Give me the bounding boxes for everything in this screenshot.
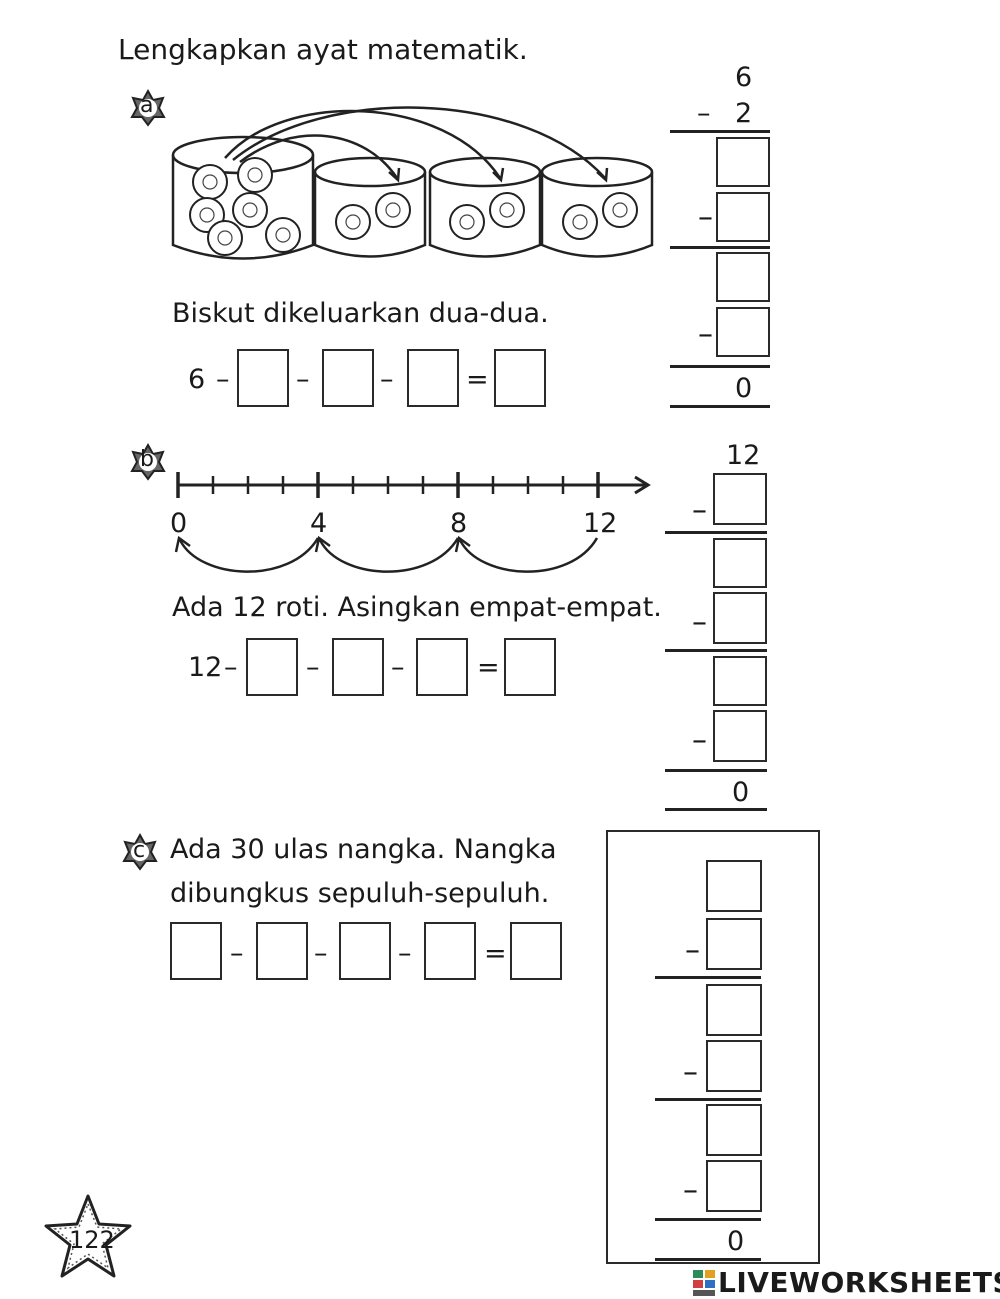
caption-c-line2: dibungkus sepuluh-sepuluh.: [170, 878, 550, 909]
equation-b-box-3[interactable]: [416, 638, 468, 696]
equation-a-box-2[interactable]: [322, 349, 374, 407]
equation-a-box-4[interactable]: [494, 349, 546, 407]
vertical-b-box-2[interactable]: [713, 538, 767, 588]
vertical-b-result: 0: [732, 777, 750, 808]
caption-a: Biskut dikeluarkan dua-dua.: [172, 298, 549, 329]
vertical-c-minus-3: –: [683, 1173, 698, 1208]
equation-b-minus-2: –: [306, 652, 320, 683]
page-number: 122: [69, 1226, 115, 1254]
equation-a-minus-1: –: [216, 364, 230, 395]
badge-a-label: a: [140, 93, 154, 118]
vertical-a-box-3[interactable]: [716, 252, 770, 302]
vertical-a-minus-1: –: [698, 200, 713, 235]
equation-a-box-3[interactable]: [407, 349, 459, 407]
vertical-a-line-3: [670, 365, 770, 368]
badge-a: a: [128, 88, 168, 132]
badge-c: c: [120, 832, 160, 876]
badge-b: b: [128, 442, 168, 486]
vertical-b-line-4: [665, 808, 767, 811]
vertical-b-line-1: [665, 531, 767, 534]
instruction: Lengkapkan ayat matematik.: [118, 33, 528, 66]
equation-c-equals: =: [484, 938, 507, 969]
vertical-b-top: 12: [726, 440, 761, 471]
vertical-a-line-2: [670, 246, 770, 249]
vertical-a-top: 6: [735, 62, 753, 93]
brand: LIVEWORKSHEETS: [692, 1266, 1000, 1299]
vertical-a-line-4: [670, 405, 770, 408]
number-line: [174, 472, 651, 573]
flower-badge-icon: [130, 88, 166, 127]
equation-b-box-1[interactable]: [246, 638, 298, 696]
equation-a-minus-2: –: [296, 364, 310, 395]
equation-a-box-1[interactable]: [237, 349, 289, 407]
vertical-b-box-1[interactable]: [713, 473, 767, 525]
numberline-label-12: 12: [583, 508, 618, 539]
vertical-b-box-5[interactable]: [713, 710, 767, 762]
equation-c-box-4[interactable]: [424, 922, 476, 980]
vertical-c-box-5[interactable]: [706, 1104, 762, 1156]
vertical-c-line-2: [655, 1098, 761, 1101]
vertical-a-line-1: [670, 130, 770, 133]
equation-a-minus-3: –: [380, 364, 394, 395]
equation-c-box-5[interactable]: [510, 922, 562, 980]
vertical-a-minus-0: –: [697, 98, 711, 129]
numberline-label-0: 0: [170, 508, 188, 539]
vertical-c-line-4: [655, 1258, 761, 1261]
vertical-c-line-1: [655, 976, 761, 979]
vertical-c-minus-1: –: [685, 933, 700, 968]
star-icon: [44, 1194, 132, 1278]
biscuit-jars-illustration: [171, 106, 654, 260]
vertical-a-minus-2: –: [698, 317, 713, 352]
numberline-label-4: 4: [310, 508, 328, 539]
vertical-b-box-3[interactable]: [713, 592, 767, 644]
equation-b-box-4[interactable]: [504, 638, 556, 696]
equation-a-equals: =: [466, 364, 489, 395]
caption-b: Ada 12 roti. Asingkan empat-empat.: [172, 592, 662, 623]
vertical-a-result: 0: [735, 373, 753, 404]
vertical-c-minus-2: –: [683, 1055, 698, 1090]
vertical-a-second: 2: [735, 98, 753, 129]
equation-c-box-1[interactable]: [170, 922, 222, 980]
brand-text: LIVEWORKSHEETS: [718, 1266, 1000, 1299]
numberline-label-8: 8: [450, 508, 468, 539]
badge-c-label: c: [133, 838, 146, 863]
flower-badge-icon: [122, 832, 158, 871]
vertical-b-box-4[interactable]: [713, 656, 767, 706]
vertical-a-box-1[interactable]: [716, 137, 770, 187]
equation-b-start: 12: [188, 652, 223, 683]
equation-c-minus-2: –: [314, 938, 328, 969]
equation-c-box-2[interactable]: [256, 922, 308, 980]
liveworksheets-logo-icon: [693, 1269, 715, 1296]
vertical-b-minus-3: –: [692, 723, 707, 758]
vertical-a-box-4[interactable]: [716, 307, 770, 357]
equation-c-box-3[interactable]: [339, 922, 391, 980]
equation-c-minus-3: –: [398, 938, 412, 969]
equation-a-start: 6: [188, 364, 206, 395]
vertical-b-line-3: [665, 769, 767, 772]
vertical-b-line-2: [665, 649, 767, 652]
vertical-a-box-2[interactable]: [716, 192, 770, 242]
equation-b-minus-3: –: [391, 652, 405, 683]
flower-badge-icon: [130, 442, 166, 481]
vertical-c-box-1[interactable]: [706, 860, 762, 912]
vertical-b-minus-2: –: [692, 605, 707, 640]
vertical-c-box-4[interactable]: [706, 1040, 762, 1092]
equation-b-box-2[interactable]: [332, 638, 384, 696]
vertical-c-box-6[interactable]: [706, 1160, 762, 1212]
vertical-c-line-3: [655, 1218, 761, 1221]
equation-b-minus-1: –: [224, 652, 238, 683]
vertical-c-box-2[interactable]: [706, 918, 762, 970]
vertical-c-result: 0: [727, 1226, 745, 1257]
vertical-c-box-3[interactable]: [706, 984, 762, 1036]
caption-c-line1: Ada 30 ulas nangka. Nangka: [170, 834, 557, 865]
equation-b-equals: =: [477, 652, 500, 683]
page-number-badge: 122: [42, 1192, 134, 1288]
equation-c-minus-1: –: [230, 938, 244, 969]
badge-b-label: b: [140, 447, 154, 472]
vertical-b-minus-1: –: [692, 493, 707, 528]
